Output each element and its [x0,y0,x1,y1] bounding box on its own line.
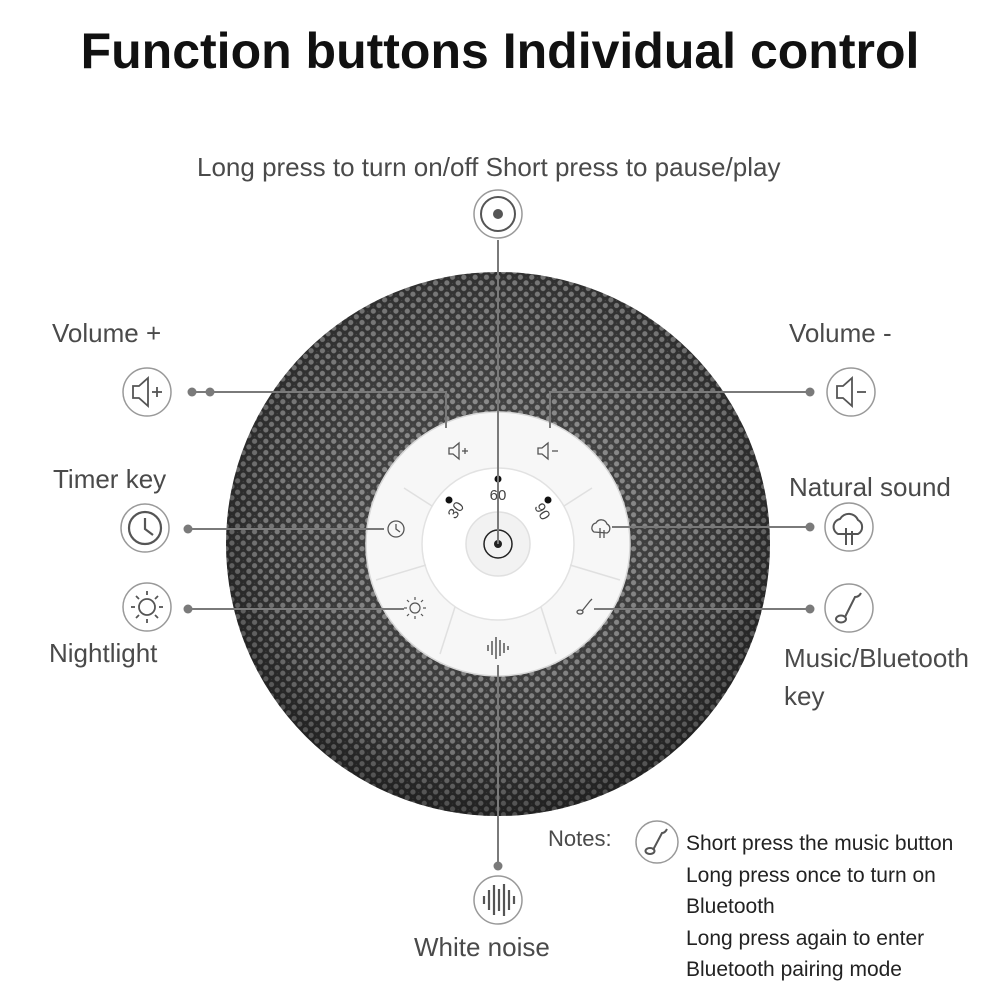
notes-label: Notes: [548,826,612,851]
panel-tree-icon[interactable] [591,519,611,538]
timer-dot-30 [445,496,453,504]
timer-mark-30: 30 [445,499,468,522]
music-note-icon[interactable] [824,583,874,633]
music-bluetooth-label: Music/Bluetooth [784,643,969,673]
volume-up-icon[interactable] [122,367,172,417]
panel-sun-icon[interactable] [404,597,426,619]
power-label: Long press to turn on/off Short press to… [197,152,781,182]
timer-mark-90: 90 [530,500,553,523]
tree-icon[interactable] [824,502,874,552]
notes-music-note-icon [635,820,679,864]
timer-dot-90 [544,496,552,504]
page-title: Function buttons Individual control [80,23,920,79]
white-noise-label: White noise [414,932,550,962]
music-bluetooth-label-key: key [784,681,825,711]
callout-dots [183,387,815,871]
notes-text: Short press the music button Long press … [686,828,953,986]
panel-volume-up-icon[interactable] [448,441,468,461]
sound-wave-icon[interactable] [473,875,523,925]
panel-clock-icon[interactable] [387,520,405,538]
clock-icon[interactable] [120,503,170,553]
notes-line: Long press once to turn on [686,863,936,887]
volume-plus-label: Volume + [52,318,162,348]
notes-line: Long press again to enter [686,926,925,950]
sun-icon[interactable] [122,582,172,632]
volume-minus-label: Volume - [789,318,892,348]
notes-line: Short press the music button [686,832,954,855]
natural-sound-label: Natural sound [789,472,951,502]
panel-music-note-icon[interactable] [576,598,593,615]
notes-line: Bluetooth [686,895,775,918]
callout-lines [188,240,810,866]
volume-down-icon[interactable] [826,367,876,417]
panel-sound-wave-icon[interactable] [487,637,509,659]
notes-line: Bluetooth pairing mode [686,958,902,981]
nightlight-label: Nightlight [49,638,158,668]
panel-volume-down-icon[interactable] [537,441,558,461]
timer-key-label: Timer key [53,464,167,494]
power-icon[interactable] [473,189,523,239]
